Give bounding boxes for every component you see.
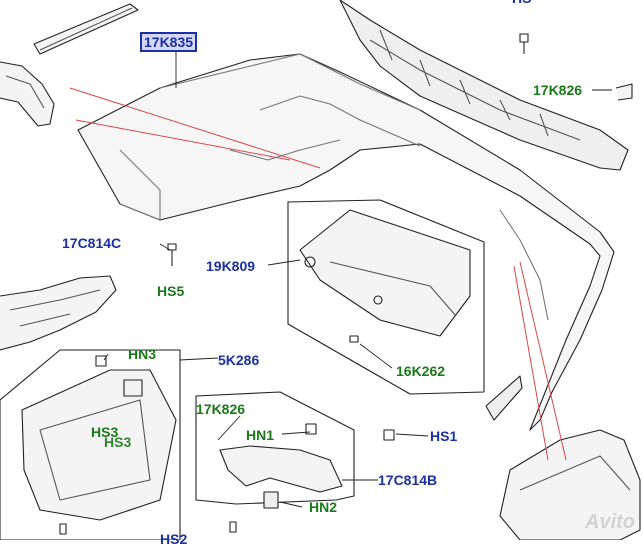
watermark: Avito: [585, 511, 635, 533]
fastener-hn3[interactable]: HN3: [128, 346, 157, 362]
callout-17K835[interactable]: 17K835: [140, 32, 198, 52]
fastener-hn1[interactable]: HN1: [246, 427, 275, 443]
box-17C814B: [195, 391, 355, 505]
callout-17K826-top[interactable]: 17K826: [533, 82, 583, 98]
leader-line-3: [513, 265, 549, 461]
bracket-bottom-right: [499, 429, 641, 540]
callout-5K286[interactable]: 5K286: [218, 352, 260, 368]
callout-19K809[interactable]: 19K809: [206, 258, 256, 274]
callout-17K826-bottom[interactable]: 17K826: [196, 401, 246, 417]
leader-line-2: [75, 119, 291, 161]
bracket-19K809: [299, 209, 471, 337]
fastener-hs1[interactable]: HS1: [430, 428, 458, 444]
panel-5K286: [21, 369, 177, 521]
box-5K286: [0, 349, 181, 540]
bumper-cover: [77, 53, 615, 431]
fastener-hs3-b[interactable]: HS3: [104, 434, 132, 450]
reinforcement-bracket: [339, 0, 629, 171]
box-19K809: [287, 199, 485, 395]
left-bracket-top: [0, 61, 55, 127]
fastener-hs3-a[interactable]: HS3: [91, 424, 119, 440]
bracket-17C814B: [219, 445, 343, 493]
fastener-hs5[interactable]: HS5: [157, 283, 185, 299]
leader-line-4: [519, 261, 567, 461]
fastener-hs2[interactable]: HS2: [160, 531, 188, 547]
leader-line-1: [69, 87, 321, 169]
fastener-hn2[interactable]: HN2: [309, 499, 338, 515]
side-bracket-left: [0, 275, 117, 351]
callout-16K262[interactable]: 16K262: [396, 363, 446, 379]
callout-17C814C[interactable]: 17C814C: [62, 235, 122, 251]
callout-17C814B[interactable]: 17C814B: [378, 472, 438, 488]
fastener-hs-top[interactable]: HS: [512, 0, 531, 6]
